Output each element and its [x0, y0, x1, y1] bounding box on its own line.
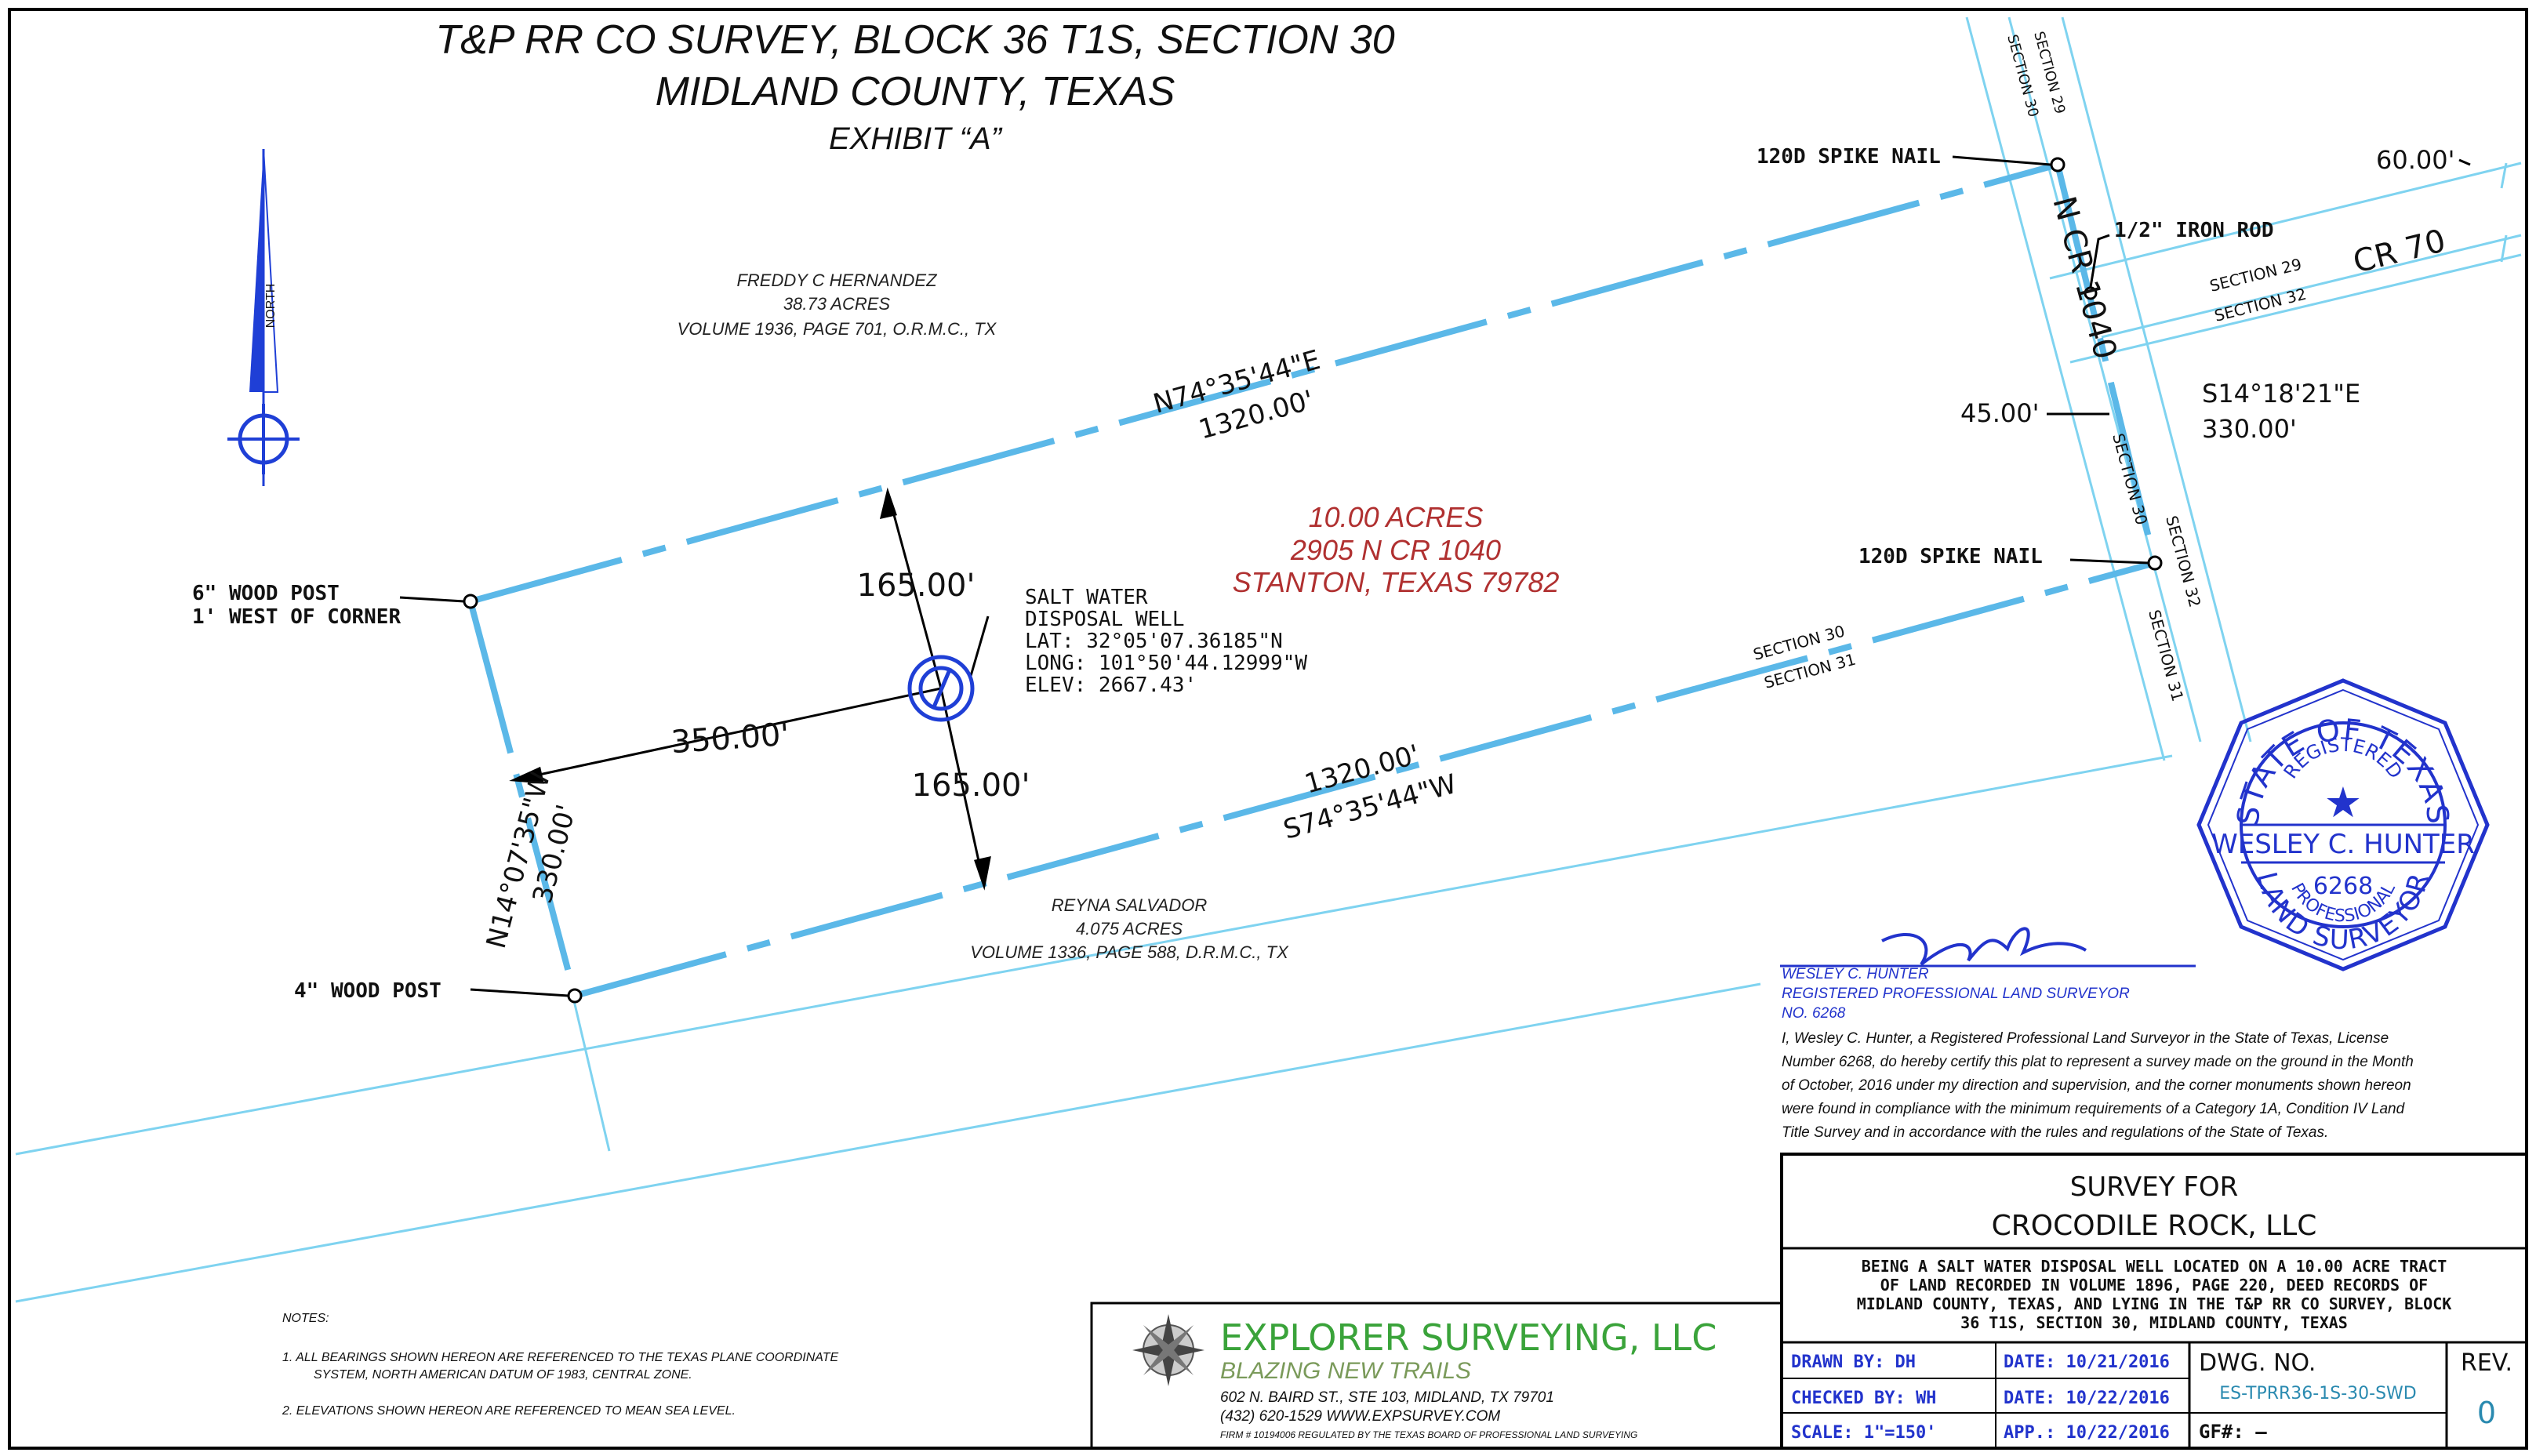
north-label: NORTH — [264, 284, 278, 329]
plat-title-line1: T&P RR CO SURVEY, BLOCK 36 T1S, SECTION … — [435, 17, 1394, 63]
drawing-number: ES-TPRR36-1S-30-SWD — [2219, 1384, 2417, 1403]
description-line-4: 36 T1S, SECTION 30, MIDLAND COUNTY, TEXA… — [1960, 1313, 2348, 1332]
section-32-east: SECTION 32 — [2162, 514, 2204, 609]
monument-se: 120D SPIKE NAIL — [1858, 545, 2043, 568]
seal-star-icon: ★ — [2324, 779, 2362, 826]
well-label-2: DISPOSAL WELL — [1025, 608, 1185, 631]
drawing-number-label: DWG. NO. — [2199, 1349, 2316, 1377]
note-2: 2. ELEVATIONS SHOWN HEREON ARE REFERENCE… — [282, 1404, 736, 1418]
adjoiner-north-name: FREDDY C HERNANDEZ — [736, 271, 938, 290]
certification-line-3: of October, 2016 under my direction and … — [1782, 1077, 2411, 1094]
road-cr1040: N CR 1040 — [2045, 193, 2124, 364]
description-line-1: BEING A SALT WATER DISPOSAL WELL LOCATED… — [1862, 1257, 2447, 1276]
road-cr70: CR 70 — [2349, 223, 2449, 281]
seal-number: 6268 — [2313, 873, 2373, 900]
well-dist-south: 165.00' — [912, 768, 1030, 804]
surveyor-title: REGISTERED PROFESSIONAL LAND SURVEYOR — [1782, 986, 2130, 1002]
adjoiner-north-record: VOLUME 1936, PAGE 701, O.R.M.C., TX — [678, 319, 997, 339]
label-leaders — [399, 155, 2471, 997]
certification-line-4: were found in compliance with the minimu… — [1782, 1101, 2406, 1117]
east-line-bearing: S14°18'21"E — [2202, 379, 2360, 408]
adjoiner-south-acres: 4.075 ACRES — [1076, 919, 1183, 939]
surveyor-seal: STATE OF TEXAS REGISTERED ★ WESLEY C. HU… — [2196, 678, 2490, 971]
company-phone-web: (432) 620-1529 WWW.EXPSURVEY.COM — [1220, 1408, 1500, 1425]
well-label-1: SALT WATER — [1025, 586, 1148, 609]
company-address: 602 N. BAIRD ST., STE 103, MIDLAND, TX 7… — [1220, 1389, 1554, 1406]
east-line-distance: 330.00' — [2202, 414, 2297, 444]
adjoiner-north-acres: 38.73 ACRES — [783, 294, 890, 314]
note-1-line-2: SYSTEM, NORTH AMERICAN DATUM OF 1983, CE… — [314, 1368, 692, 1382]
certification-line-1: I, Wesley C. Hunter, a Registered Profes… — [1782, 1030, 2389, 1047]
well-dist-west: 350.00' — [670, 717, 790, 761]
certification-line-5: Title Survey and in accordance with the … — [1782, 1124, 2328, 1141]
revision-number: 0 — [2477, 1396, 2496, 1430]
company-block — [1090, 1302, 1783, 1450]
description-line-2: OF LAND RECORDED IN VOLUME 1896, PAGE 22… — [1880, 1276, 2428, 1294]
right-of-way-lines — [15, 16, 2522, 1303]
monument-nw-2: 1' WEST OF CORNER — [192, 605, 401, 629]
scale: SCALE: 1"=150' — [1791, 1423, 1936, 1443]
well-lat: LAT: 32°05'07.36185"N — [1025, 630, 1283, 653]
description-line-3: MIDLAND COUNTY, TEXAS, AND LYING IN THE … — [1857, 1294, 2452, 1313]
note-1-line-1: 1. ALL BEARINGS SHOWN HEREON ARE REFEREN… — [282, 1351, 839, 1364]
company-slogan: BLAZING NEW TRAILS — [1220, 1358, 1471, 1384]
date-checked: DATE: 10/22/2016 — [2004, 1389, 2170, 1408]
adjoiner-south-name: REYNA SALVADOR — [1052, 895, 1208, 915]
date-approved: APP.: 10/22/2016 — [2004, 1423, 2170, 1443]
company-firm: FIRM # 10194006 REGULATED BY THE TEXAS B… — [1220, 1429, 1637, 1440]
client-name: CROCODILE ROCK, LLC — [1992, 1210, 2317, 1242]
seal-name: WESLEY C. HUNTER — [2211, 829, 2475, 860]
certification-line-2: Number 6268, do hereby certify this plat… — [1782, 1054, 2414, 1070]
section-31-east: SECTION 31 — [2145, 608, 2187, 703]
monument-nw-1: 6" WOOD POST — [192, 582, 340, 605]
road-cr1040-width: 45.00' — [1960, 398, 2039, 428]
drawn-by: DRAWN BY: DH — [1791, 1353, 1916, 1372]
well-dist-north: 165.00' — [857, 568, 976, 604]
tract-acres: 10.00 ACRES — [1309, 501, 1484, 533]
well-dimension-lines — [509, 487, 991, 891]
plat-title-line2: MIDLAND COUNTY, TEXAS — [656, 69, 1175, 114]
surveyor-number: NO. 6268 — [1782, 1005, 1846, 1022]
monument-iron-rod: 1/2" IRON ROD — [2114, 219, 2274, 242]
monument-ne: 120D SPIKE NAIL — [1757, 145, 1941, 169]
compass-rose-icon — [1132, 1314, 1204, 1386]
revision-label: REV. — [2461, 1349, 2512, 1377]
well-long: LONG: 101°50'44.12999"W — [1025, 652, 1307, 675]
checked-by: CHECKED BY: WH — [1791, 1389, 1936, 1408]
company-name: EXPLORER SURVEYING, LLC — [1220, 1316, 1717, 1359]
adjoiner-south-record: VOLUME 1336, PAGE 588, D.R.M.C., TX — [970, 942, 1289, 962]
surveyor-name: WESLEY C. HUNTER — [1782, 966, 1929, 982]
surveyor-signature — [1780, 927, 2196, 968]
gf-number: GF#: – — [2199, 1421, 2267, 1443]
tract-address: 2905 N CR 1040 — [1290, 534, 1501, 566]
well-elev: ELEV: 2667.43' — [1025, 674, 1197, 697]
disposal-well-icon — [907, 655, 975, 722]
plat-title-line3: EXHIBIT “A” — [829, 122, 1003, 156]
survey-for-label: SURVEY FOR — [2070, 1171, 2239, 1203]
date-drawn: DATE: 10/21/2016 — [2004, 1353, 2170, 1372]
north-arrow-icon: NORTH — [227, 148, 300, 486]
notes-heading: NOTES: — [282, 1312, 329, 1325]
section-30-east: SECTION 30 — [2109, 431, 2151, 527]
title-block — [1780, 1153, 2528, 1450]
road-cr70-width: 60.00' — [2376, 145, 2454, 175]
tract-city: STANTON, TEXAS 79782 — [1233, 566, 1560, 598]
tract-boundary — [467, 162, 2158, 999]
monument-sw: 4" WOOD POST — [294, 979, 441, 1003]
